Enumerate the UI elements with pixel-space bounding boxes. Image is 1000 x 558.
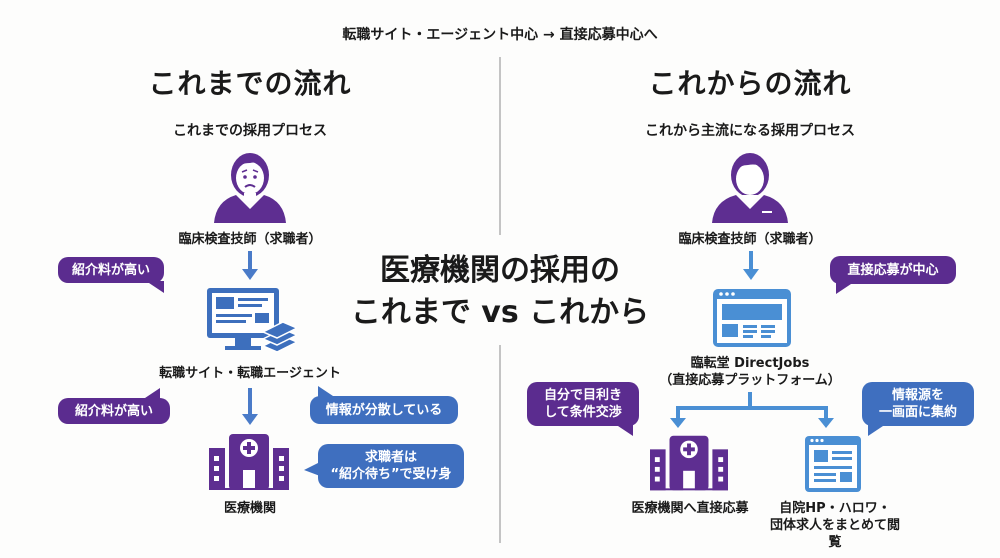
branch-right-label: 自院HP・ハロワ・ 団体求人をまとめて閲覧: [770, 500, 900, 551]
left-person-label: 臨床検査技師（求職者）: [178, 232, 322, 247]
platform-name: 臨転堂 DirectJobs: [690, 356, 810, 371]
callout-info-aggregated: 情報源を 一画面に集約: [862, 382, 974, 436]
callout-text: 情報が分散している: [325, 402, 443, 418]
branch-arrows-icon: [660, 392, 840, 432]
right-section-title: これからの流れ: [648, 67, 852, 100]
callout-direct-apply: 直接応募が中心: [830, 256, 956, 294]
center-divider-top: [499, 57, 501, 235]
hospital-icon: [209, 434, 289, 490]
right-person-label: 臨床検査技師（求職者）: [678, 232, 822, 247]
callout-text: “紹介待ち”で受け身: [330, 467, 452, 482]
computer-with-documents-icon: [205, 286, 297, 358]
right-section-subtitle: これから主流になる採用プロセス: [645, 123, 855, 139]
left-section-subtitle: これまでの採用プロセス: [173, 123, 327, 139]
browser-window-icon: [713, 289, 791, 347]
person-icon: [708, 145, 792, 223]
main-title: 医療機関の採用の これまで vs これから: [330, 250, 670, 334]
callout-text: 自分で目利き: [543, 388, 622, 403]
header-caption: 転職サイト・エージェント中心 → 直接応募中心へ: [342, 27, 658, 43]
callout-text: 求職者は: [364, 450, 417, 465]
callout-text: 紹介料が高い: [74, 403, 153, 419]
center-divider-bottom: [499, 345, 501, 543]
main-title-line1: 医療機関の採用の: [380, 253, 620, 288]
branch-left-label: 医療機関へ直接応募: [631, 501, 749, 516]
hospital-icon: [650, 435, 728, 491]
left-end-label: 医療機関: [223, 501, 276, 516]
branch-right-label-line2: 団体求人をまとめて閲覧: [770, 518, 901, 550]
callout-text: 直接応募が中心: [847, 262, 939, 278]
callout-text: 紹介料が高い: [71, 262, 150, 278]
worried-person-icon: [208, 145, 292, 223]
arrow-down-icon: [242, 251, 258, 281]
main-title-line2: これまで vs これから: [350, 295, 650, 330]
left-middle-label: 転職サイト・転職エージェント: [159, 366, 341, 381]
callout-self-negotiate: 自分で目利き して条件交渉: [527, 382, 639, 436]
callout-info-scattered: 情報が分散している: [310, 386, 458, 424]
arrow-down-icon: [743, 251, 759, 281]
web-page-icon: [805, 436, 861, 492]
platform-description: （直接応募プラットフォーム）: [659, 373, 841, 388]
callout-passive-seeker: 求職者は “紹介待ち”で受け身: [304, 444, 464, 488]
callout-text: して条件交渉: [544, 405, 622, 420]
callout-high-fee-1: 紹介料が高い: [58, 257, 164, 293]
callout-text: 情報源を: [891, 388, 944, 403]
platform-label: 臨転堂 DirectJobs （直接応募プラットフォーム）: [640, 355, 860, 389]
callout-text: 一画面に集約: [878, 405, 957, 420]
callout-high-fee-2: 紹介料が高い: [58, 388, 170, 424]
arrow-down-icon: [242, 388, 258, 426]
left-section-title: これまでの流れ: [148, 67, 352, 100]
branch-right-label-line1: 自院HP・ハロワ・: [779, 501, 891, 516]
